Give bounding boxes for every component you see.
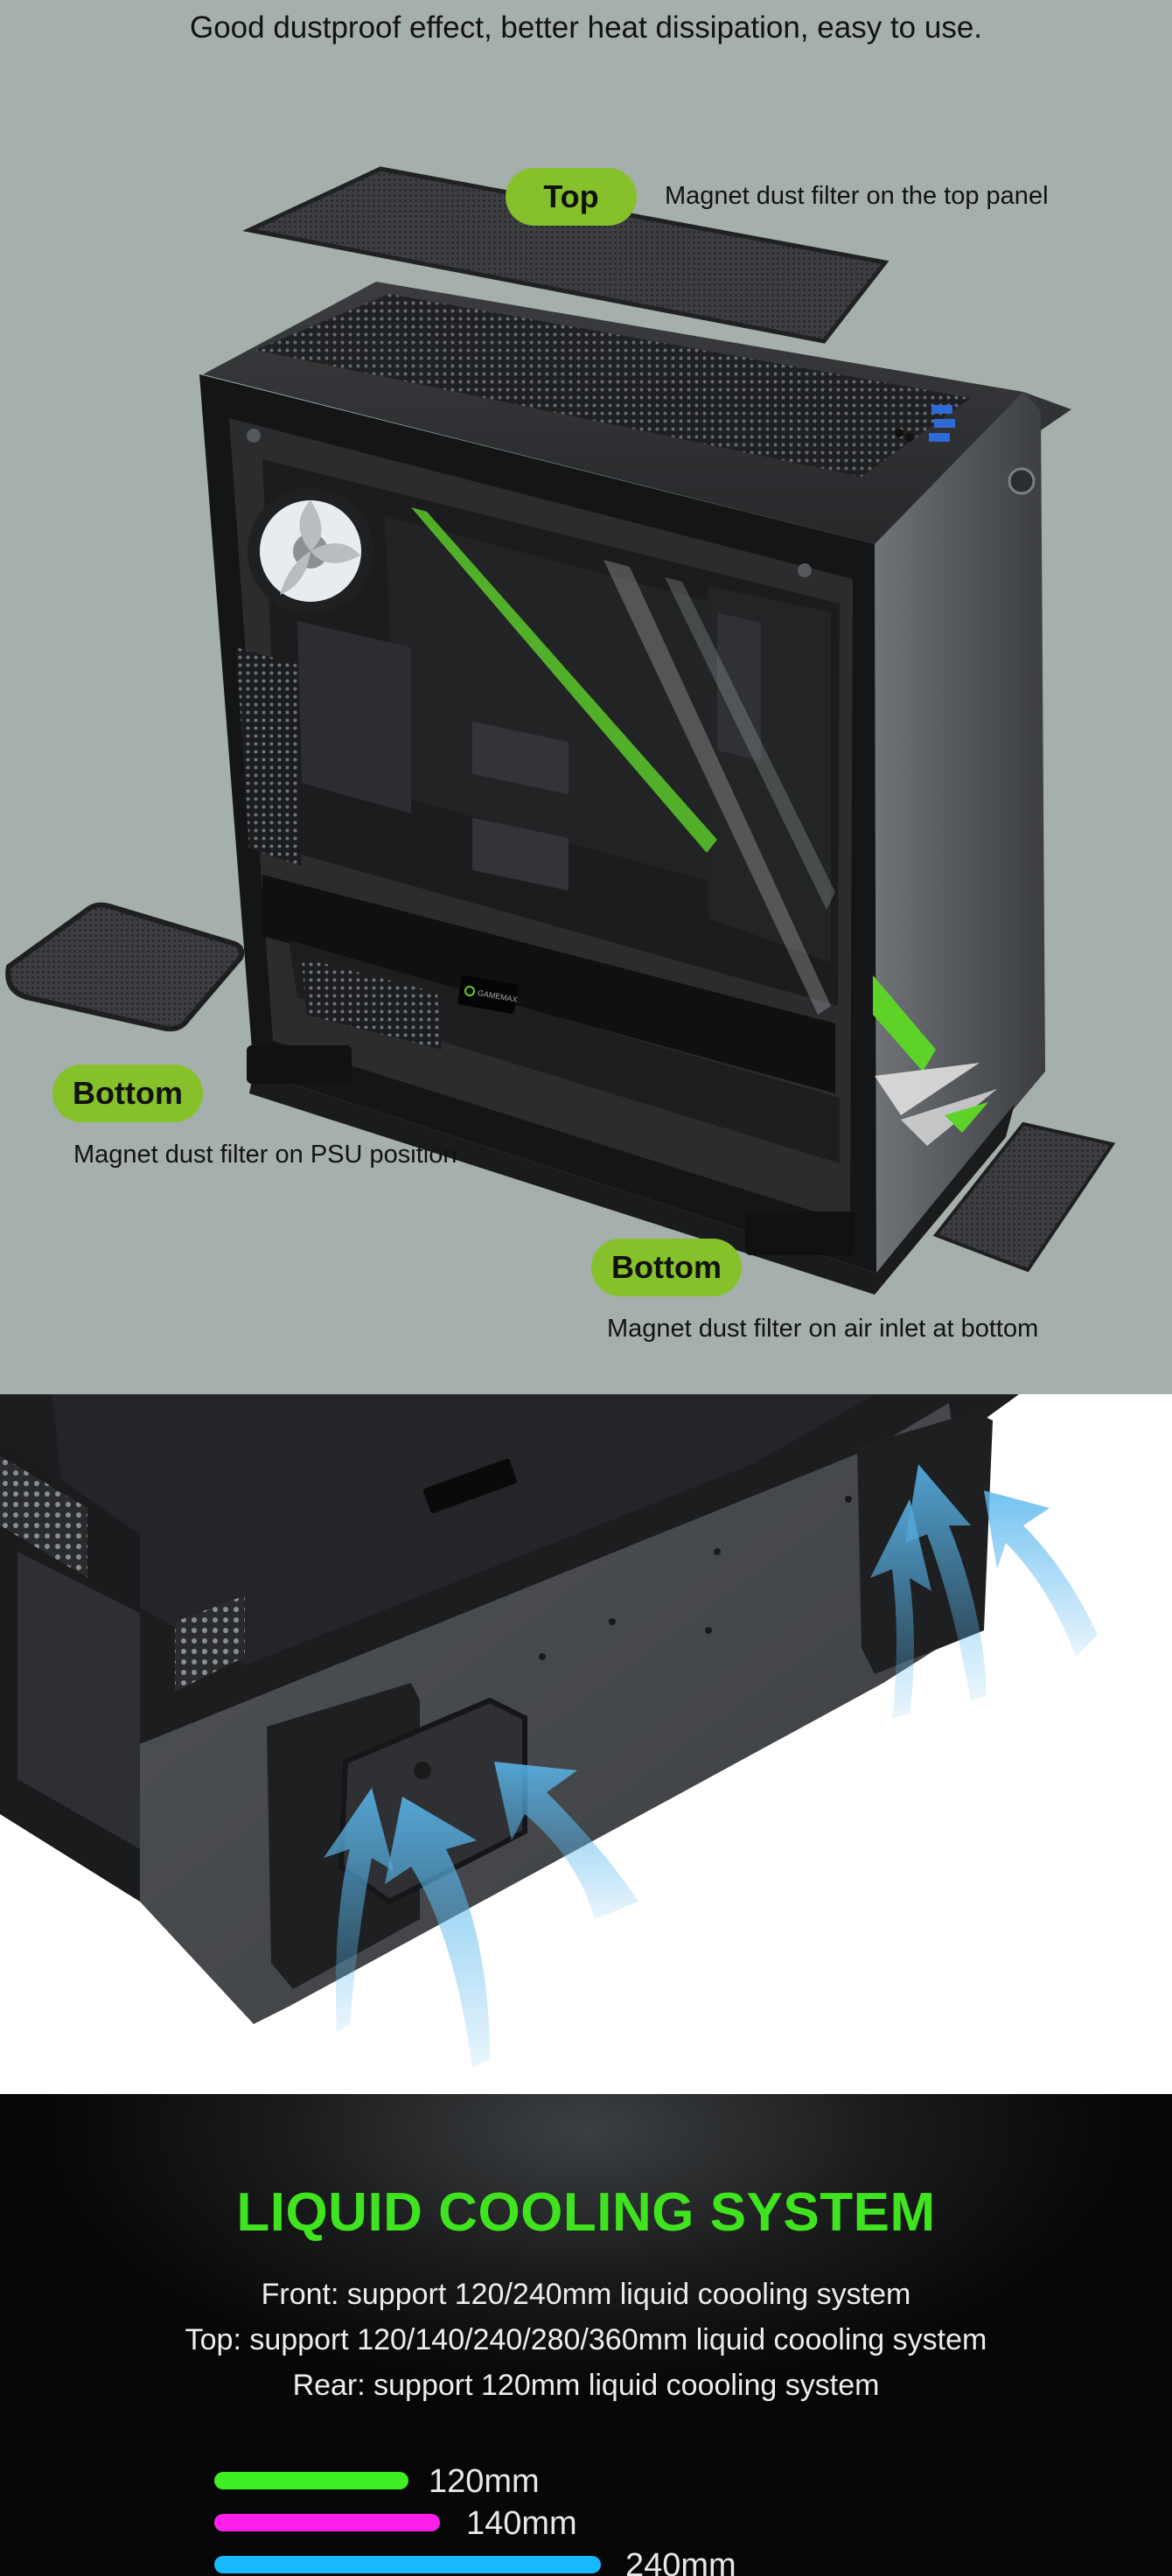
size-bar-240 [214, 2556, 601, 2573]
liquid-cooling-section: LIQUID COOLING SYSTEM Front: support 120… [0, 2094, 1172, 2576]
liquid-cooling-title: LIQUID COOLING SYSTEM [236, 2182, 936, 2243]
case-foot-left [247, 1045, 352, 1084]
size-bar-120 [214, 2472, 408, 2489]
inlet-filter-caption: Magnet dust filter on air inlet at botto… [607, 1315, 1039, 1343]
size-label-140: 140mm [466, 2505, 577, 2542]
top-filter-caption: Magnet dust filter on the top panel [665, 182, 1049, 210]
top-mesh-vents [255, 294, 971, 477]
pc-case-illustration: GAMEMAX [5, 166, 1116, 1295]
rear-support-text: Rear: support 120mm liquid coooling syst… [292, 2369, 880, 2402]
size-label-120: 120mm [429, 2463, 540, 2500]
size-bar-140 [214, 2514, 440, 2531]
inlet-filter-badge: Bottom [591, 1239, 742, 1296]
airflow-section [0, 1394, 1172, 2094]
inlet-dust-filter [932, 1121, 1116, 1273]
airflow-arrows [324, 1464, 1098, 2068]
psu-filter-badge: Bottom [52, 1065, 203, 1122]
psu-filter-caption: Magnet dust filter on PSU position [73, 1141, 457, 1169]
top-filter-badge: Top [506, 168, 637, 226]
size-label-240: 240mm [625, 2547, 736, 2576]
case-bottom-airflow-illustration [0, 1394, 1098, 2068]
front-support-text: Front: support 120/240mm liquid coooling… [261, 2278, 911, 2311]
top-dust-filter [241, 166, 889, 344]
airflow-case-logo [422, 1458, 518, 1514]
psu-dust-filter [5, 902, 245, 1032]
case-foot-right [745, 1211, 855, 1255]
case-logo: GAMEMAX [457, 975, 519, 1014]
psu-shroud [262, 875, 835, 1093]
dust-filter-section: Good dustproof effect, better heat dissi… [0, 0, 1172, 1394]
power-button-icon [1008, 467, 1036, 495]
headline: Good dustproof effect, better heat dissi… [189, 10, 983, 45]
top-support-text: Top: support 120/140/240/280/360mm liqui… [185, 2323, 987, 2356]
